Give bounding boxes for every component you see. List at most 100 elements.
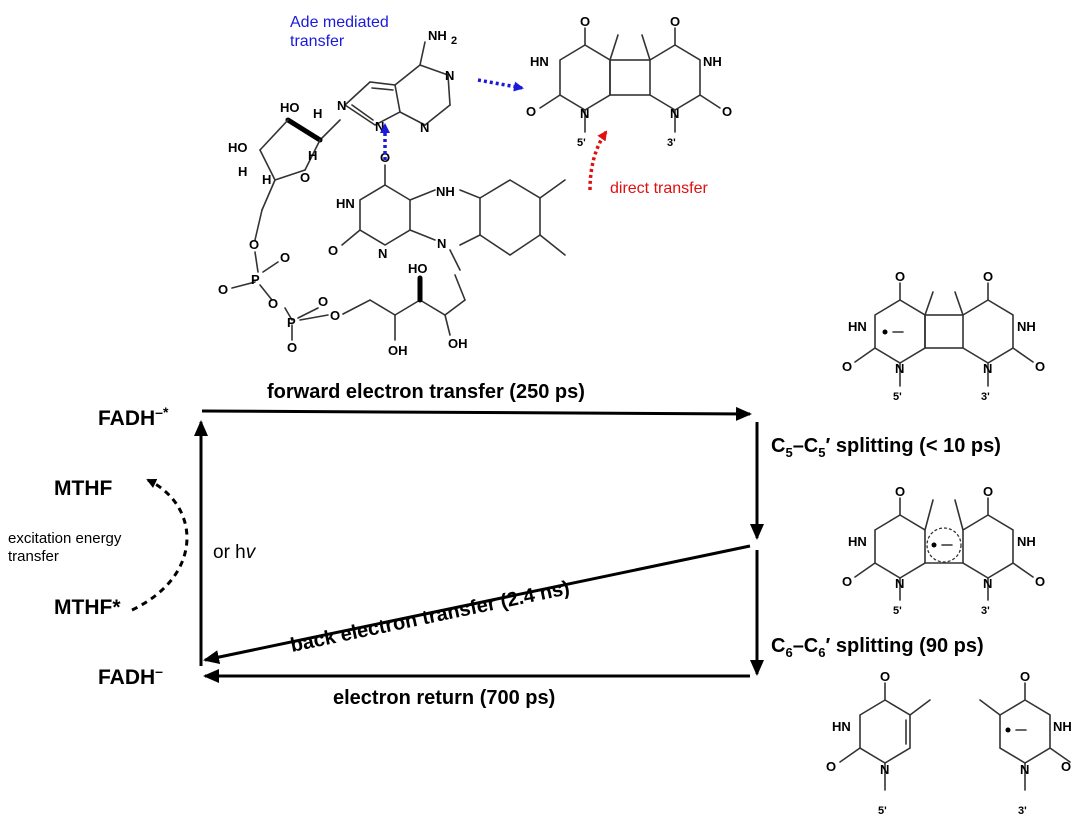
svg-text:O: O	[330, 308, 340, 323]
adenine-structure: N N N N NH 2	[337, 28, 457, 135]
svg-text:O: O	[218, 282, 228, 297]
ade-mediated-label-line1: Ade mediated	[290, 14, 389, 31]
svg-text:N: N	[895, 361, 904, 376]
svg-text:O: O	[1020, 669, 1030, 684]
svg-text:O: O	[895, 484, 905, 499]
svg-text:3': 3'	[1018, 805, 1027, 817]
svg-text:H: H	[238, 164, 247, 179]
svg-text:N: N	[983, 361, 992, 376]
svg-text:HN: HN	[848, 534, 867, 549]
cyclobutane-dimer-top: O O HN NH O O N N 5' 3'	[526, 14, 732, 149]
svg-text:O: O	[1061, 759, 1071, 774]
svg-text:O: O	[300, 170, 310, 185]
dimer-radical-anion: O O HN NH O O N N 5' 3'	[842, 269, 1045, 403]
svg-text:H: H	[313, 106, 322, 121]
svg-text:O: O	[280, 250, 290, 265]
fad-molecule: N N N N NH 2 HO H H HO H H O O	[218, 28, 566, 358]
svg-text:O: O	[983, 269, 993, 284]
isoalloxazine-structure: O HN O N NH N	[328, 150, 566, 271]
svg-text:N: N	[420, 120, 429, 135]
svg-text:3': 3'	[981, 391, 990, 403]
svg-text:P: P	[287, 315, 296, 330]
electron-return-label: electron return (700 ps)	[333, 687, 555, 709]
svg-text:5': 5'	[893, 605, 902, 617]
energy-transfer-arrow	[131, 478, 189, 612]
svg-text:O: O	[287, 340, 297, 355]
back-transfer-arrow	[203, 544, 751, 664]
svg-text:O: O	[880, 669, 890, 684]
svg-text:O: O	[318, 294, 328, 309]
svg-text:N: N	[880, 762, 889, 777]
svg-text:NH: NH	[436, 184, 455, 199]
direct-transfer-label: direct transfer	[610, 180, 708, 197]
ribose-structure: HO H H HO H H O O	[228, 100, 341, 252]
ade-mediated-label-line2: transfer	[290, 33, 345, 50]
svg-text:5': 5'	[878, 805, 887, 817]
svg-text:5': 5'	[577, 137, 586, 149]
svg-text:OH: OH	[388, 343, 408, 358]
svg-text:HO: HO	[228, 140, 248, 155]
split2-label: C6–C6′ splitting (90 ps)	[771, 635, 984, 660]
ade-mediated-arrow-right	[477, 78, 524, 92]
svg-text:O: O	[1035, 574, 1045, 589]
svg-text:O: O	[722, 104, 732, 119]
forward-transfer-arrow	[201, 406, 752, 421]
svg-text:O: O	[842, 359, 852, 374]
svg-text:NH: NH	[1017, 319, 1036, 334]
thymine-pair: O HN O N 5' O NH O N 3'	[826, 669, 1072, 817]
svg-text:O: O	[670, 14, 680, 29]
svg-text:HN: HN	[530, 54, 549, 69]
svg-text:O: O	[826, 759, 836, 774]
svg-text:P: P	[251, 272, 260, 287]
svg-text:3': 3'	[981, 605, 990, 617]
excitation-label-line1: excitation energy	[8, 530, 122, 547]
svg-text:5': 5'	[893, 391, 902, 403]
fadh-star-label: FADH–*	[98, 404, 169, 430]
svg-text:HO: HO	[280, 100, 300, 115]
svg-text:O: O	[842, 574, 852, 589]
svg-text:HO: HO	[408, 261, 428, 276]
excitation-label-line2: transfer	[8, 548, 59, 565]
mthf-label: MTHF	[54, 477, 112, 500]
svg-text:N: N	[1020, 762, 1029, 777]
svg-text:H: H	[308, 148, 317, 163]
svg-text:2: 2	[451, 35, 457, 47]
split1-label: C5–C5′ splitting (< 10 ps)	[771, 435, 1001, 460]
svg-text:O: O	[580, 14, 590, 29]
svg-text:O: O	[983, 484, 993, 499]
svg-text:N: N	[337, 98, 346, 113]
forward-transfer-label: forward electron transfer (250 ps)	[267, 381, 585, 403]
svg-text:HN: HN	[336, 196, 355, 211]
svg-text:NH: NH	[1053, 719, 1072, 734]
svg-text:NH: NH	[1017, 534, 1036, 549]
back-transfer-label: back electron transfer (2.4 ns)	[289, 577, 572, 657]
or-hv-label: or hv	[213, 542, 257, 563]
svg-text:3': 3'	[667, 137, 676, 149]
svg-text:O: O	[268, 296, 278, 311]
svg-text:N: N	[895, 576, 904, 591]
svg-text:N: N	[437, 236, 446, 251]
svg-text:O: O	[1035, 359, 1045, 374]
mthf-star-label: MTHF*	[54, 596, 121, 619]
svg-text:N: N	[670, 106, 679, 121]
dimer-intermediate: O O HN NH O O N N 5' 3'	[842, 484, 1045, 617]
svg-text:NH: NH	[428, 28, 447, 43]
svg-text:N: N	[378, 246, 387, 261]
svg-text:O: O	[249, 237, 259, 252]
direct-transfer-arrow	[588, 130, 608, 191]
svg-text:N: N	[580, 106, 589, 121]
svg-text:HN: HN	[848, 319, 867, 334]
svg-text:OH: OH	[448, 336, 468, 351]
svg-text:HN: HN	[832, 719, 851, 734]
svg-text:N: N	[445, 68, 454, 83]
svg-text:NH: NH	[703, 54, 722, 69]
svg-text:N: N	[375, 119, 384, 134]
svg-text:O: O	[895, 269, 905, 284]
fadh-label: FADH–	[98, 663, 163, 689]
svg-text:O: O	[328, 243, 338, 258]
svg-text:N: N	[983, 576, 992, 591]
ribityl-chain: OH HO OH	[342, 261, 468, 358]
svg-text:O: O	[526, 104, 536, 119]
phosphate-chain: P O O O P O O O	[218, 250, 340, 355]
